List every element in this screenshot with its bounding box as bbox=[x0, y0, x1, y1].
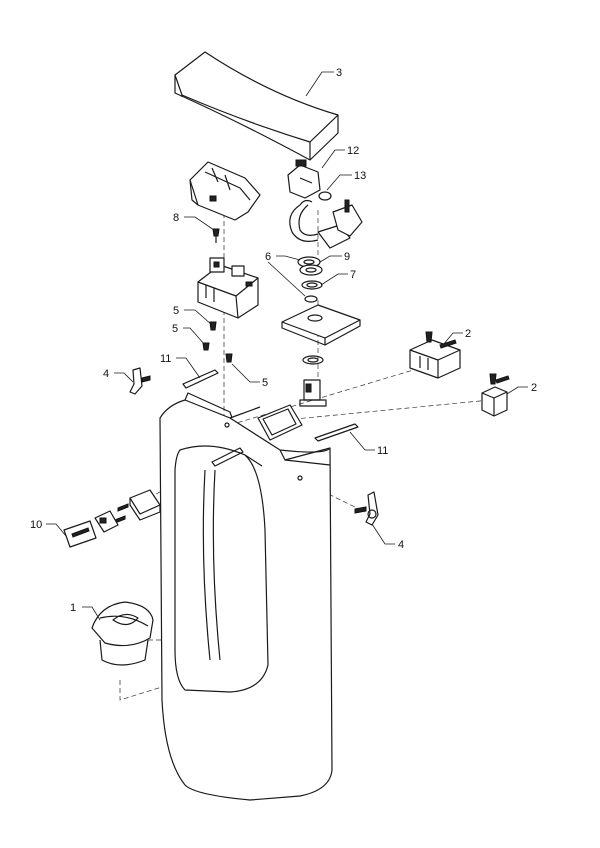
callout-11b: 11 bbox=[377, 445, 388, 457]
callout-7: 7 bbox=[350, 269, 356, 281]
callout-10: 10 bbox=[30, 519, 42, 531]
callout-1: 1 bbox=[70, 602, 76, 614]
valve-part-12 bbox=[287, 159, 321, 199]
callout-9: 9 bbox=[344, 251, 350, 263]
callout-12: 12 bbox=[347, 145, 359, 157]
controller-block bbox=[197, 257, 259, 319]
callout-13: 13 bbox=[354, 170, 366, 182]
leader-lines bbox=[46, 71, 528, 621]
strip-part-11-right bbox=[314, 423, 359, 442]
callout-8: 8 bbox=[173, 212, 179, 224]
callout-2a: 2 bbox=[465, 328, 471, 340]
hose-assembly bbox=[289, 199, 363, 249]
tray-part bbox=[281, 304, 361, 346]
callout-4b: 4 bbox=[398, 539, 404, 551]
clip-part-4-left bbox=[129, 367, 151, 395]
callout-11a: 11 bbox=[160, 353, 171, 365]
valve-fitting bbox=[299, 379, 327, 407]
bracket-part-2b bbox=[481, 373, 510, 417]
brine-cap-part-1 bbox=[91, 601, 154, 666]
panel-bezel bbox=[257, 404, 303, 441]
callout-4a: 4 bbox=[103, 368, 109, 380]
callout-3: 3 bbox=[336, 67, 342, 79]
display-module bbox=[94, 489, 161, 533]
screw-parts-5 bbox=[202, 321, 233, 363]
callout-6: 6 bbox=[265, 251, 271, 263]
lid-part bbox=[174, 51, 339, 161]
strip-part-11-left bbox=[182, 369, 219, 389]
callout-2b: 2 bbox=[531, 382, 537, 394]
callout-labels: 1 2 2 3 4 4 5 5 5 6 7 8 9 10 11 11 12 13 bbox=[30, 67, 537, 614]
ring-parts bbox=[297, 256, 323, 303]
bracket-part-2a bbox=[409, 331, 461, 379]
cabinet-body bbox=[159, 392, 333, 801]
screw-part-8 bbox=[212, 228, 220, 243]
callout-5a: 5 bbox=[173, 305, 179, 317]
oring-part-13 bbox=[318, 191, 332, 201]
callout-5b: 5 bbox=[172, 323, 178, 335]
clip-part-4-right bbox=[354, 491, 379, 526]
controller-cover bbox=[189, 161, 261, 221]
tray-seal bbox=[302, 355, 324, 365]
callout-5c: 5 bbox=[262, 377, 268, 389]
label-plate-part-10 bbox=[63, 520, 97, 548]
